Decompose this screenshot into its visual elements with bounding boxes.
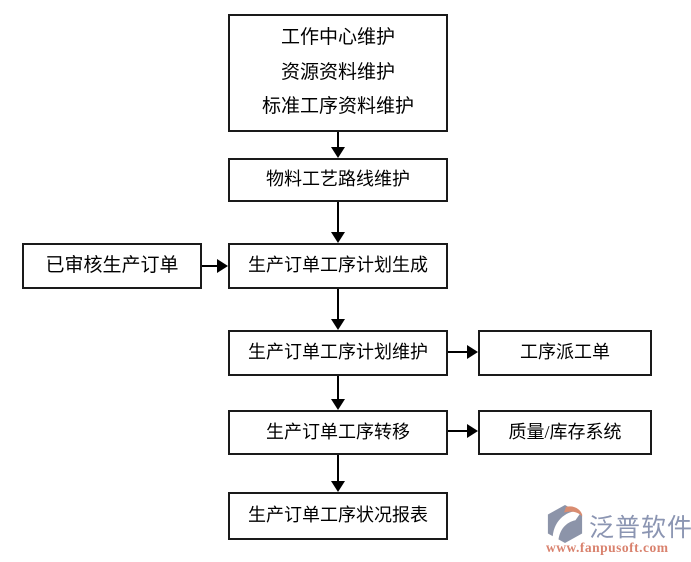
- node-master-data-line-2: 资源资料维护: [280, 61, 395, 83]
- logo-website-text: www.fanpusoft.com: [546, 540, 669, 555]
- arrow-head-right-icon: [467, 345, 478, 359]
- node-operation-dispatch-order: 工序派工单: [478, 330, 652, 376]
- arrow-line: [448, 430, 468, 432]
- node-quality-inventory-system: 质量/库存系统: [478, 410, 652, 455]
- fanpu-logo-icon: [547, 505, 583, 543]
- arrow-line: [337, 376, 339, 401]
- arrow-line: [448, 351, 468, 353]
- node-label: 已审核生产订单: [45, 254, 179, 276]
- arrow-head-right-icon: [217, 259, 228, 273]
- node-operation-transfer: 生产订单工序转移: [228, 410, 448, 455]
- node-label: 生产订单工序转移: [266, 421, 410, 442]
- arrow-head-down-icon: [331, 232, 345, 243]
- node-master-data-line-3: 标准工序资料维护: [261, 95, 414, 117]
- arrow-line: [337, 202, 339, 234]
- arrow-head-down-icon: [331, 147, 345, 158]
- node-master-data-maintenance: 工作中心维护 资源资料维护 标准工序资料维护: [228, 14, 448, 132]
- node-master-data-line-1: 工作中心维护: [280, 27, 395, 49]
- node-approved-production-order: 已审核生产订单: [22, 243, 202, 289]
- node-label: 生产订单工序状况报表: [248, 505, 428, 526]
- arrow-line: [337, 132, 339, 149]
- logo-brand-text: 泛普软件: [589, 515, 691, 542]
- fanpu-logo: 泛普软件 www.fanpusoft.com: [546, 504, 691, 560]
- node-label: 工序派工单: [520, 342, 610, 363]
- arrow-line: [337, 289, 339, 321]
- node-label: 物料工艺路线维护: [266, 169, 410, 190]
- arrow-line: [337, 455, 339, 483]
- node-operation-status-report: 生产订单工序状况报表: [228, 492, 448, 540]
- arrow-head-down-icon: [331, 319, 345, 330]
- node-material-routing-maintenance: 物料工艺路线维护: [228, 158, 448, 202]
- arrow-line: [202, 265, 218, 267]
- node-operation-plan-generate: 生产订单工序计划生成: [228, 243, 448, 289]
- arrow-head-down-icon: [331, 399, 345, 410]
- node-label: 生产订单工序计划生成: [248, 255, 428, 276]
- arrow-head-right-icon: [467, 424, 478, 438]
- arrow-head-down-icon: [331, 481, 345, 492]
- node-operation-plan-maintain: 生产订单工序计划维护: [228, 330, 448, 376]
- node-label: 质量/库存系统: [508, 421, 622, 442]
- node-label: 生产订单工序计划维护: [248, 342, 428, 363]
